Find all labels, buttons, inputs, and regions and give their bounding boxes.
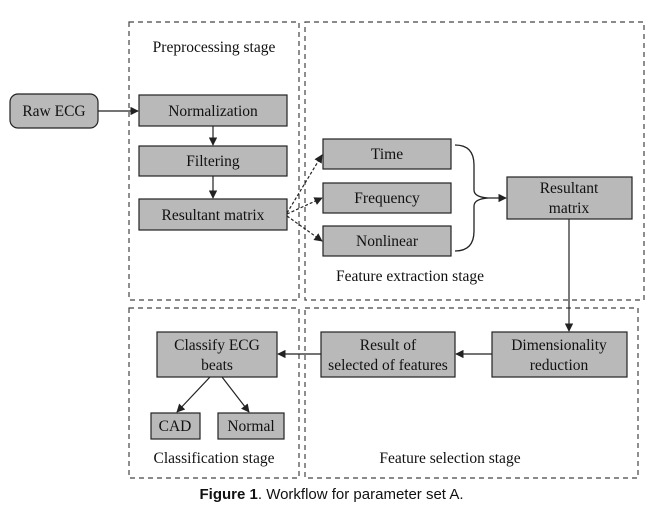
raw-ecg-label: Raw ECG bbox=[22, 103, 85, 120]
workflow-diagram: Preprocessing stage Feature extraction s… bbox=[9, 21, 645, 479]
normalization-node: Normalization bbox=[138, 94, 288, 127]
time-label: Time bbox=[371, 146, 403, 163]
result-selected-features-node: Result of selected of features bbox=[320, 331, 456, 378]
filtering-node: Filtering bbox=[138, 145, 288, 177]
feature-selection-stage-region bbox=[304, 307, 639, 479]
feature-selection-stage-label: Feature selection stage bbox=[379, 450, 520, 467]
result-selected-features-line2: selected of features bbox=[328, 357, 448, 374]
arrow-classify-to-normal bbox=[221, 376, 250, 413]
resultant-matrix-node: Resultant matrix bbox=[138, 198, 288, 231]
figure-caption-label: Figure 1 bbox=[199, 486, 258, 503]
arrow-resultant-to-frequency bbox=[286, 197, 323, 215]
preprocessing-stage-label: Preprocessing stage bbox=[153, 39, 276, 56]
resultant-matrix-2-line2: matrix bbox=[549, 200, 590, 217]
classify-ecg-beats-node: Classify ECG beats bbox=[156, 331, 278, 378]
classification-stage-label: Classification stage bbox=[154, 450, 275, 467]
arrow-classify-to-cad bbox=[176, 376, 211, 413]
resultant-matrix-label: Resultant matrix bbox=[162, 207, 265, 224]
cad-label: CAD bbox=[159, 418, 192, 435]
feature-extraction-stage-region bbox=[304, 21, 645, 301]
resultant-matrix-2-line1: Resultant bbox=[540, 180, 599, 197]
dimensionality-reduction-node: Dimensionality reduction bbox=[491, 331, 628, 378]
dimensionality-reduction-line2: reduction bbox=[530, 357, 589, 374]
raw-ecg-node: Raw ECG bbox=[9, 93, 99, 129]
classification-stage-region bbox=[128, 307, 300, 479]
feature-extraction-stage-label: Feature extraction stage bbox=[336, 268, 484, 285]
nonlinear-label: Nonlinear bbox=[356, 233, 419, 250]
cad-node: CAD bbox=[150, 412, 201, 440]
frequency-label: Frequency bbox=[354, 190, 420, 207]
preprocessing-stage-region bbox=[128, 21, 300, 301]
normal-label: Normal bbox=[227, 418, 274, 435]
classify-ecg-beats-line2: beats bbox=[201, 357, 233, 374]
feature-brace bbox=[454, 144, 489, 252]
result-selected-features-line1: Result of bbox=[360, 337, 417, 354]
nonlinear-node: Nonlinear bbox=[322, 225, 452, 257]
filtering-label: Filtering bbox=[186, 153, 240, 170]
figure-caption: Figure 1. Workflow for parameter set A. bbox=[0, 486, 663, 503]
figure-caption-text: . Workflow for parameter set A. bbox=[257, 486, 464, 503]
time-node: Time bbox=[322, 138, 452, 170]
arrow-resultant-to-time bbox=[286, 154, 323, 214]
arrow-resultant-to-nonlinear bbox=[286, 215, 323, 242]
dimensionality-reduction-line1: Dimensionality bbox=[511, 337, 607, 354]
resultant-matrix-2-node: Resultant matrix bbox=[506, 176, 633, 220]
frequency-node: Frequency bbox=[322, 182, 452, 214]
normal-node: Normal bbox=[217, 412, 285, 440]
classify-ecg-beats-line1: Classify ECG bbox=[174, 337, 260, 354]
normalization-label: Normalization bbox=[168, 103, 258, 120]
